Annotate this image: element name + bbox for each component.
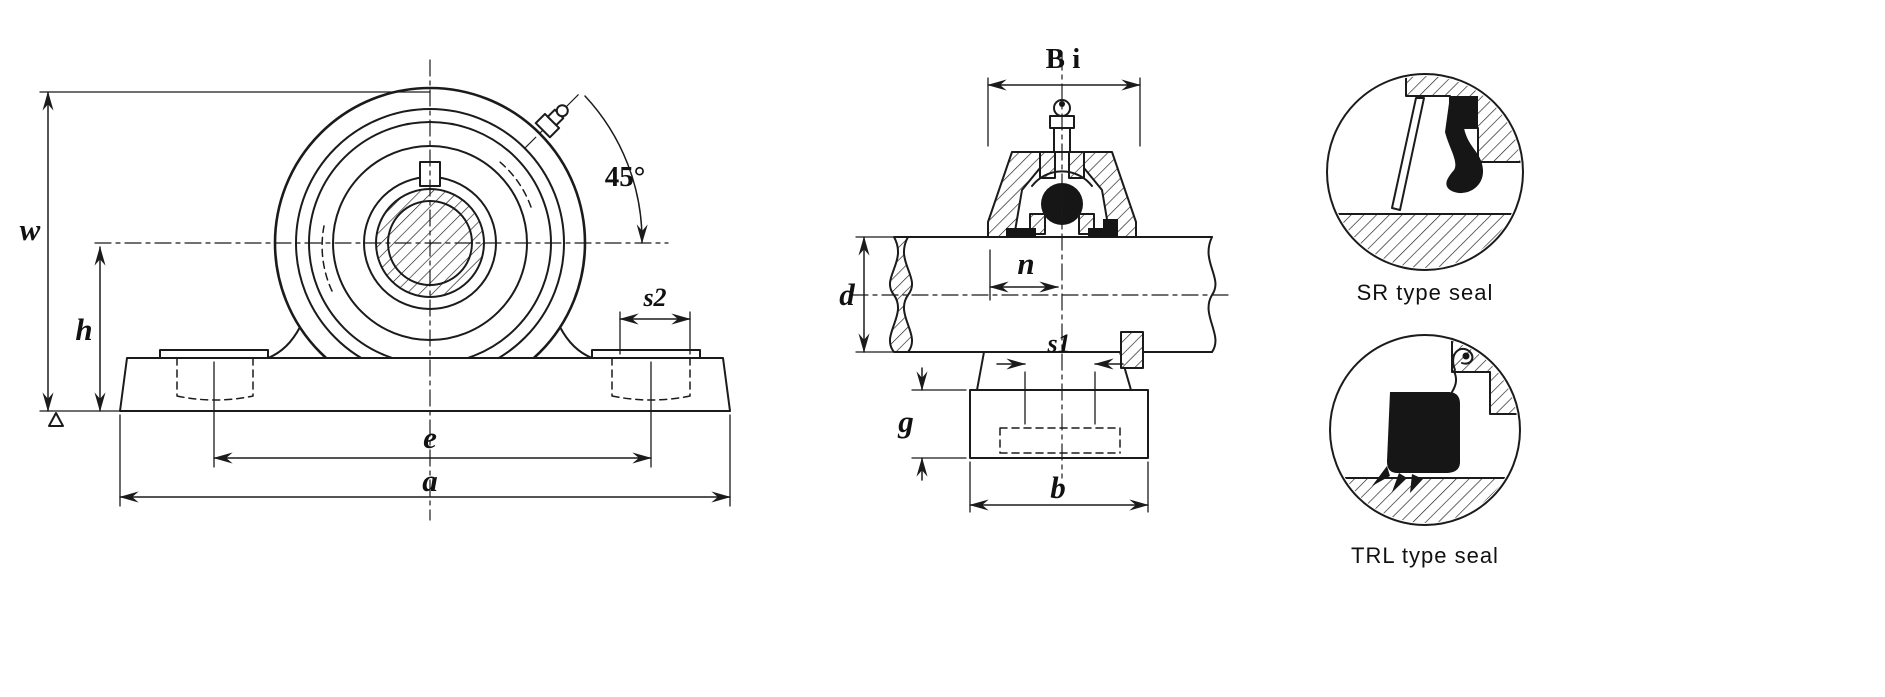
base-section	[969, 389, 1149, 459]
seal-detail-sr: SR type seal	[1326, 73, 1524, 305]
sr-seal-caption: SR type seal	[1357, 280, 1494, 305]
seal-step-block	[1120, 331, 1144, 369]
housing-section	[987, 151, 1137, 238]
shaft-outline	[907, 236, 1213, 353]
side-view: B i n d s1 g b	[839, 43, 1233, 513]
dim-label-d: d	[839, 277, 855, 312]
dim-label-45deg: 45°	[605, 161, 646, 193]
side-dimension-lines	[855, 77, 1149, 513]
trl-detail-circle	[1329, 334, 1521, 526]
centerlines-side	[851, 53, 1233, 479]
dim-label-Bi: B i	[1046, 43, 1081, 75]
sr-detail-circle	[1326, 73, 1524, 271]
grease-fitting-front	[523, 94, 579, 150]
dim-label-s1: s1	[1046, 329, 1070, 358]
dim-label-n: n	[1017, 246, 1034, 281]
trl-spring-curl	[1452, 347, 1474, 371]
trl-seal-lips	[1372, 466, 1423, 493]
dim-label-g: g	[897, 404, 914, 439]
dim-label-a: a	[422, 463, 438, 498]
dim-label-e: e	[423, 420, 437, 455]
base-slot-hidden	[999, 427, 1121, 454]
seal-detail-trl: TRL type seal	[1329, 334, 1521, 568]
dim-label-b: b	[1050, 470, 1066, 505]
base-foot	[119, 357, 731, 412]
datum-triangle	[48, 412, 64, 427]
dim-label-h: h	[75, 312, 92, 347]
spherical-seat-dashed-arc-right	[499, 161, 532, 208]
trl-seal-caption: TRL type seal	[1351, 543, 1499, 568]
sr-shaft-hatch	[1329, 213, 1521, 268]
trl-housing-hatch	[1451, 337, 1518, 415]
sr-lip	[1391, 97, 1425, 211]
front-dimension-lines	[39, 91, 731, 507]
angle-arc-45	[584, 95, 648, 244]
spherical-seat-dashed-arc-left	[321, 225, 333, 292]
trl-seal-body	[1387, 392, 1460, 473]
front-view: w h s2 45° e a	[20, 59, 731, 521]
dim-label-s2: s2	[642, 283, 666, 312]
sr-seal-profile	[1445, 96, 1484, 194]
dim-label-w: w	[20, 212, 41, 247]
set-screw-side	[1103, 219, 1118, 234]
centerlines-front	[94, 59, 669, 521]
